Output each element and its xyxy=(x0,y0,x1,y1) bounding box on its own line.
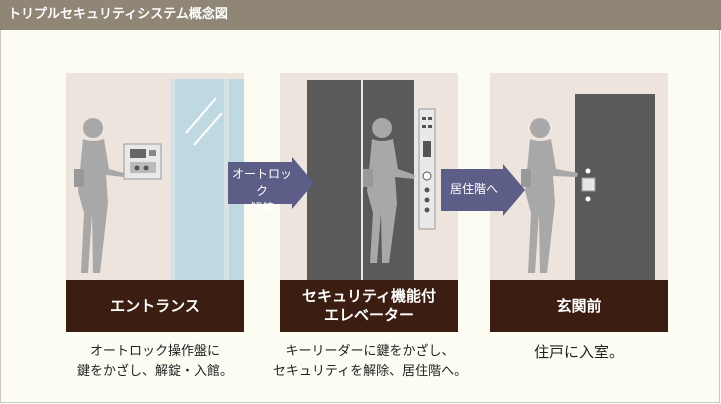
intercom-panel-icon xyxy=(123,143,162,180)
person-silhouette-icon xyxy=(74,118,124,273)
step-3-description: 住戸に入室。 xyxy=(490,342,668,362)
diagram-title: トリプルセキュリティシステム概念図 xyxy=(8,7,228,22)
step-2-description: キーリーダーに鍵をかざし、 セキュリティを解除、居住階へ。 xyxy=(264,342,476,382)
front-door-scene xyxy=(490,73,668,280)
door-key-reader-icon xyxy=(581,168,596,202)
arrow-2-line1: 居住階へ xyxy=(449,182,498,196)
person-silhouette-icon xyxy=(363,118,415,263)
arrow-1-line2: 解錠 xyxy=(249,201,274,215)
step-2-caption: セキュリティ機能付 エレベーター xyxy=(280,280,458,332)
step-2-name-line1: セキュリティ機能付 xyxy=(301,287,437,305)
step-3-name: 玄関前 xyxy=(556,296,602,315)
step-1-description: オートロック操作盤に 鍵をかざし、解錠・入館。 xyxy=(56,342,254,382)
arrow-1-line1: オートロック xyxy=(231,167,292,198)
entrance-scene xyxy=(66,73,244,280)
step-2-name-line2: エレベーター xyxy=(323,306,414,324)
title-bar: トリプルセキュリティシステム概念図 xyxy=(0,0,721,30)
diagram-frame xyxy=(0,30,720,403)
person-silhouette-icon xyxy=(521,118,578,273)
step-1-name: エントランス xyxy=(110,296,200,315)
step-1-desc-line1: オートロック操作盤に xyxy=(89,344,220,359)
step-3-desc-line1: 住戸に入室。 xyxy=(533,343,624,361)
step-2-desc-line1: キーリーダーに鍵をかざし、 xyxy=(285,344,455,359)
step-3-caption: 玄関前 xyxy=(490,280,668,332)
step-arrow-2: 居住階へ xyxy=(441,164,525,216)
elevator-doors xyxy=(307,80,414,280)
key-reader-icon xyxy=(418,108,436,230)
step-1-caption: エントランス xyxy=(66,280,244,332)
step-2-desc-line2: セキュリティを解除、居住階へ。 xyxy=(272,364,468,379)
elevator-scene xyxy=(280,73,458,280)
step-1-desc-line2: 鍵をかざし、解錠・入館。 xyxy=(76,364,233,379)
step-arrow-1: オートロック 解錠 xyxy=(228,157,314,215)
